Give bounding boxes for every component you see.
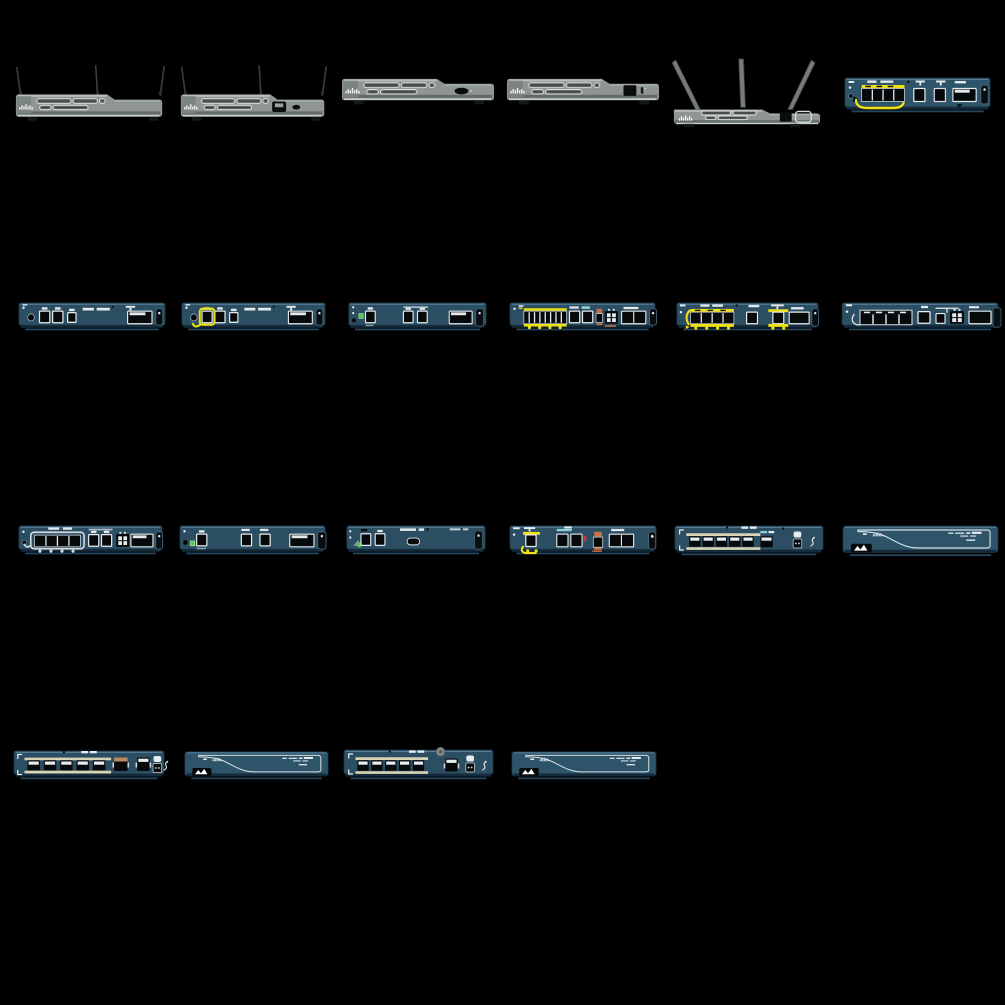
router-front-7port-graphic — [13, 750, 169, 780]
router-front-swoosh-graphic — [184, 751, 329, 780]
router-front-7port[interactable] — [12, 749, 169, 781]
router-front-swoosh-graphic — [842, 525, 999, 557]
wireless-ap-long-antennas[interactable] — [668, 55, 825, 128]
router-rear-4port-pinblock-graphic — [841, 302, 1002, 331]
router-front-6port-antenna-knob-graphic — [343, 746, 494, 780]
router-rear-yellow-swoosh-4port-graphic — [844, 77, 991, 113]
router-rear-2port-green-led-graphic — [348, 302, 487, 331]
wireless-ap-flat-oval-port[interactable] — [340, 75, 498, 108]
router-rear-8port-multicolor-graphic — [509, 302, 657, 331]
router-rear-yellow-swoosh-4port[interactable] — [843, 76, 992, 114]
router-rear-8port-multicolor[interactable] — [508, 301, 657, 332]
wireless-ap-flat-square-port[interactable] — [505, 75, 663, 108]
router-rear-3port-yellow-graphic — [181, 302, 326, 331]
router-rear-4port-ringed-dual[interactable] — [17, 524, 164, 556]
router-rear-4port-ringed-dual-graphic — [18, 525, 164, 555]
wireless-ap-three-antenna-usb-graphic — [180, 64, 327, 121]
router-rear-multicolor-orange[interactable] — [508, 524, 658, 556]
router-front-6port-antenna-knob[interactable] — [342, 746, 495, 781]
router-rear-3port-graphic — [18, 302, 166, 331]
router-rear-2port-green-led[interactable] — [347, 301, 488, 332]
router-rear-2port-green-led-wide-graphic — [179, 525, 327, 555]
wireless-ap-flat-oval-port-graphic — [341, 78, 495, 105]
router-rear-4port-pinblock[interactable] — [840, 301, 1002, 332]
wireless-ap-three-antenna-usb[interactable] — [179, 62, 328, 121]
router-front-6port-graphic — [674, 525, 824, 556]
router-front-swoosh[interactable] — [510, 749, 658, 781]
wireless-ap-flat-square-port-graphic — [506, 78, 660, 105]
router-rear-2port-green-led-wide[interactable] — [178, 524, 327, 556]
router-front-swoosh-graphic — [511, 751, 657, 780]
router-rear-3port-yellow[interactable] — [180, 301, 327, 332]
router-rear-2port-console[interactable] — [345, 524, 487, 556]
wireless-ap-three-antenna-graphic — [15, 64, 165, 121]
router-rear-3port[interactable] — [17, 301, 167, 332]
wireless-ap-long-antennas-graphic — [671, 58, 821, 128]
router-front-swoosh[interactable] — [841, 523, 1000, 558]
router-rear-4port-double-yellow[interactable] — [675, 301, 820, 332]
wireless-ap-three-antenna[interactable] — [14, 62, 166, 121]
router-rear-2port-console-graphic — [346, 525, 486, 555]
router-front-6port[interactable] — [673, 524, 825, 557]
router-rear-4port-double-yellow-graphic — [676, 302, 820, 331]
router-rear-multicolor-orange-graphic — [509, 525, 657, 555]
router-front-swoosh[interactable] — [183, 749, 330, 781]
